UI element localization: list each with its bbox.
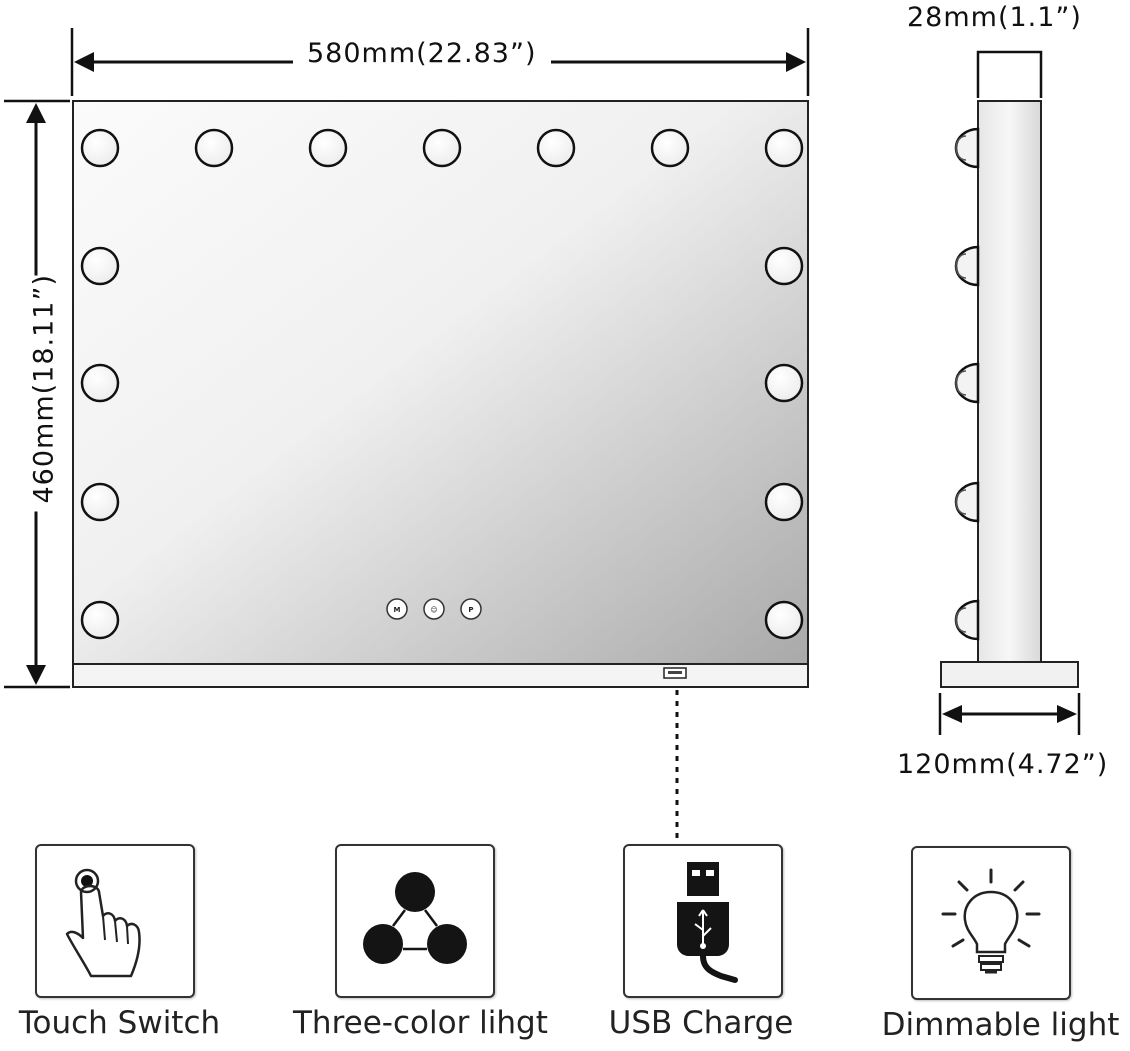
side-bulb-highlight	[955, 607, 967, 633]
mirror-side-view	[940, 100, 1079, 688]
mirror-bulb	[194, 128, 234, 168]
face-button[interactable]	[423, 598, 445, 620]
dimmable-light-label: Dimmable light	[881, 1007, 1120, 1043]
dimmable-light-card	[911, 846, 1071, 1000]
power-button[interactable]	[460, 598, 482, 620]
width-label: 580mm(22.83”)	[293, 40, 551, 67]
side-bulb-highlight	[955, 135, 967, 161]
side-bulb	[954, 362, 980, 404]
side-bulb	[954, 127, 980, 169]
mirror-bulb	[764, 482, 804, 522]
height-label: 460mm(18.11”)	[29, 274, 60, 512]
mirror-bulb	[422, 128, 462, 168]
three-color-label: Three-color lihgt	[293, 1005, 548, 1041]
mirror-bulb	[80, 363, 120, 403]
depth-label: 28mm(1.1”)	[907, 2, 1082, 33]
side-bulb	[954, 599, 980, 641]
three-dots-icon	[363, 872, 467, 964]
mirror-bulb	[80, 128, 120, 168]
mirror-bulb	[650, 128, 690, 168]
touch-switch-label: Touch Switch	[18, 1005, 221, 1041]
side-bulb	[954, 245, 980, 287]
mirror-bulb	[536, 128, 576, 168]
touch-button-group: M ☺ P	[386, 598, 482, 620]
touch-switch-card	[35, 844, 195, 998]
mirror-bulb	[80, 246, 120, 286]
mirror-bulb	[308, 128, 348, 168]
base-dimension	[938, 693, 1081, 735]
three-color-card	[335, 844, 495, 998]
usb-charge-label: USB Charge	[608, 1005, 794, 1041]
front-bulbs	[80, 128, 804, 640]
mirror-front	[72, 100, 809, 688]
mode-button[interactable]	[386, 598, 408, 620]
power-button-label: P	[468, 606, 473, 614]
usb-plug-icon	[677, 862, 738, 983]
mirror-bulb	[764, 600, 804, 640]
mirror-bulb	[764, 128, 804, 168]
usb-charge-card	[623, 844, 783, 998]
light-bulb-icon	[941, 868, 1041, 974]
side-bulb-highlight	[955, 489, 967, 515]
mode-button-label: M	[394, 606, 401, 614]
base-label: 120mm(4.72”)	[897, 749, 1109, 780]
mirror-bulb	[80, 600, 120, 640]
touch-finger-icon	[65, 868, 141, 978]
side-bulb-highlight	[955, 370, 967, 396]
mirror-bulb	[764, 363, 804, 403]
side-bulb-highlight	[955, 253, 967, 279]
side-bulbs	[954, 127, 980, 641]
depth-dimension	[976, 50, 1043, 98]
face-button-label: ☺	[430, 606, 437, 614]
mirror-bulb	[80, 482, 120, 522]
side-bulb	[954, 481, 980, 523]
mirror-bulb	[764, 246, 804, 286]
